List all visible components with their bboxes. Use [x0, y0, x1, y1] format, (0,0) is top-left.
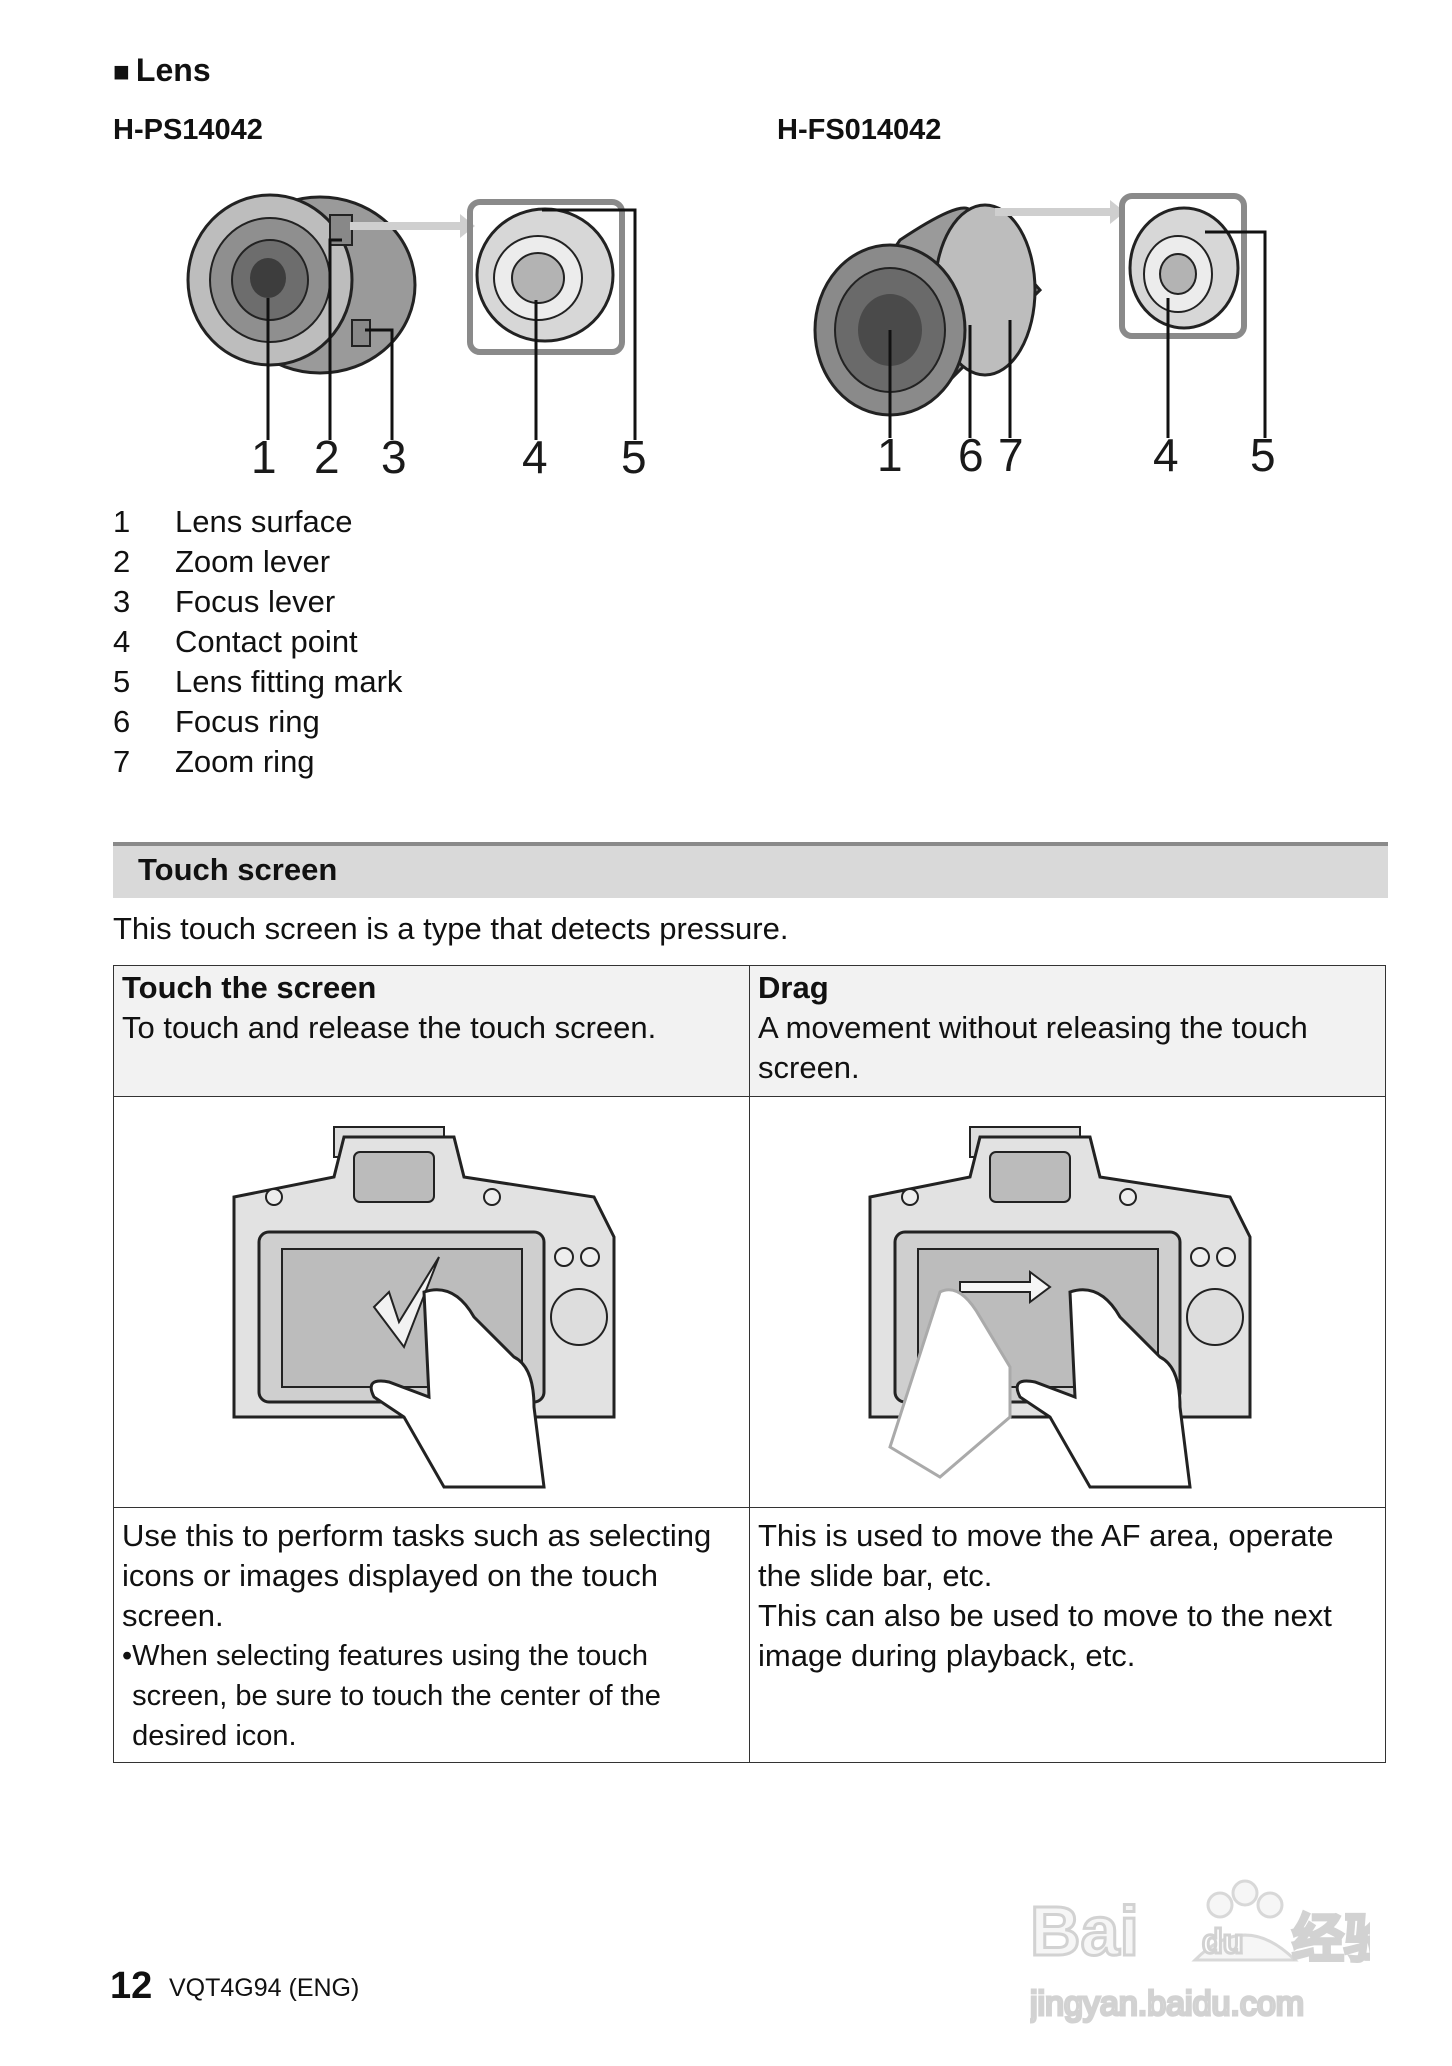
camera-drag-illustration — [868, 1126, 1252, 1489]
callout-2: 2 — [314, 431, 340, 483]
callout-4b: 4 — [1153, 429, 1179, 481]
callout-5: 5 — [621, 431, 647, 483]
drag-header-cell: Drag A movement without releasing the to… — [749, 965, 1386, 1097]
camera-touch-illustration — [232, 1126, 616, 1489]
touch-illustration-cell — [113, 1096, 750, 1508]
drag-usage-cell: This is used to move the AF area, operat… — [749, 1507, 1386, 1763]
callout-1b: 1 — [877, 429, 903, 481]
bullet-icon: • — [122, 1640, 133, 1672]
callout-6: 6 — [958, 429, 984, 481]
svg-text:du: du — [1202, 1923, 1244, 1961]
svg-text:Bai: Bai — [1030, 1892, 1139, 1970]
callout-4: 4 — [522, 431, 548, 483]
drag-title: Drag — [758, 970, 829, 1005]
baidu-watermark-logo: Bai du 经验 jingyan.baidu.com — [1030, 1879, 1370, 2025]
model-label-1: H-PS14042 — [113, 114, 263, 146]
drag-illustration-cell — [749, 1096, 1386, 1508]
intro-text: This touch screen is a type that detects… — [113, 911, 789, 946]
svg-text:jingyan.baidu.com: jingyan.baidu.com — [1030, 1985, 1304, 2023]
section-title: Touch screen — [138, 852, 338, 887]
callout-5b: 5 — [1250, 429, 1276, 481]
touch-desc: To touch and release the touch screen. — [122, 1010, 657, 1045]
lens-heading: ■Lens — [113, 52, 211, 88]
touch-title: Touch the screen — [122, 970, 377, 1005]
lens-figure-ps14042 — [186, 193, 637, 440]
section-header-bar — [113, 842, 1388, 898]
lens-figure-fs014042 — [813, 193, 1267, 438]
touch-operations-table: Touch the screen To touch and release th… — [113, 965, 1386, 1763]
drag-desc: A movement without releasing the touch s… — [758, 1010, 1308, 1085]
callout-7: 7 — [998, 429, 1024, 481]
svg-text:经验: 经验 — [1292, 1910, 1370, 1970]
touch-note: • When selecting features using the touc… — [122, 1636, 741, 1756]
touch-usage-cell: Use this to perform tasks such as select… — [113, 1507, 750, 1763]
callout-1: 1 — [251, 431, 277, 483]
touch-usage-text: Use this to perform tasks such as select… — [122, 1518, 712, 1633]
page-number: 12 — [110, 1965, 153, 2007]
model-label-2: H-FS014042 — [777, 114, 942, 146]
document-code: VQT4G94 (ENG) — [169, 1974, 360, 2002]
drag-usage-text-2: This can also be used to move to the nex… — [758, 1598, 1332, 1673]
touch-header-cell: Touch the screen To touch and release th… — [113, 965, 750, 1097]
drag-usage-text-1: This is used to move the AF area, operat… — [758, 1518, 1334, 1593]
callout-3: 3 — [381, 431, 407, 483]
